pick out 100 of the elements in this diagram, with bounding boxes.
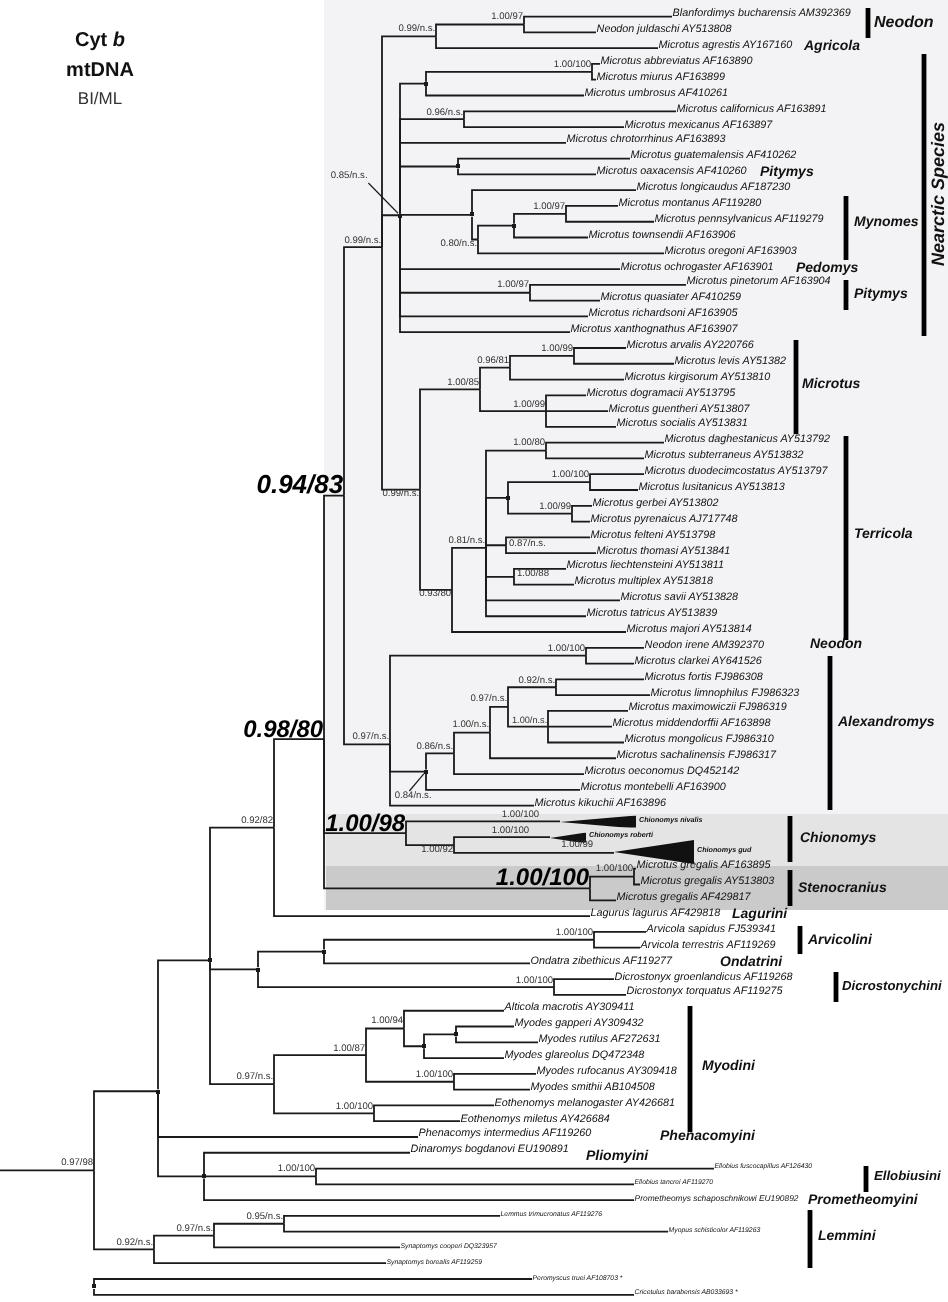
tree-branch <box>435 35 659 50</box>
tree-branch <box>545 410 617 428</box>
tree-branch <box>463 118 625 128</box>
tree-branch <box>565 205 619 215</box>
tree-branch <box>507 686 557 708</box>
tree-branch <box>323 952 531 965</box>
tree-branch <box>273 1083 375 1115</box>
tree-branch <box>477 238 665 255</box>
tree-branch <box>505 544 597 554</box>
tree-branch <box>479 366 511 391</box>
tree-branch <box>523 23 597 34</box>
tree-branch <box>489 731 617 760</box>
support-value: 0.98/80 <box>242 719 324 740</box>
tree-branch <box>565 212 655 223</box>
tree-branch <box>453 836 551 846</box>
support-value: 1.00/98 <box>324 814 406 834</box>
tree-branch <box>573 347 627 357</box>
tree-branch <box>365 1027 405 1056</box>
tree-branch <box>513 212 567 225</box>
tree-branch <box>589 473 645 483</box>
tree-branch <box>585 654 635 665</box>
tree-branch <box>257 970 555 988</box>
tree-branch <box>507 481 591 497</box>
tree-branch <box>425 752 455 771</box>
tree-branch <box>529 283 687 294</box>
tree-branch <box>453 731 491 755</box>
tree-branch <box>471 215 479 241</box>
tree-branch <box>435 23 525 38</box>
tree-branch <box>373 1104 495 1115</box>
tree-branch <box>257 950 323 969</box>
tree-branch <box>273 826 591 917</box>
tree-branch <box>463 110 677 121</box>
tree-branch <box>453 1072 537 1083</box>
tree-branch <box>523 15 673 26</box>
tree-branch <box>509 366 625 381</box>
tree-branch <box>593 930 647 941</box>
tree-branch <box>571 512 591 523</box>
tree-branch <box>593 938 641 949</box>
tree-branch <box>425 84 585 97</box>
tree-branch <box>213 1222 285 1237</box>
tree-branch <box>585 646 645 657</box>
tree-branch <box>213 1234 401 1249</box>
tree-branch <box>457 157 631 166</box>
tree-branch <box>489 706 509 734</box>
tree-branch <box>547 725 613 728</box>
tree-branch <box>485 544 507 549</box>
tree-branch <box>93 1278 533 1286</box>
tree-branch <box>419 388 481 491</box>
tree-branch <box>555 678 645 689</box>
figure-title: Cyt b mtDNA <box>64 27 136 85</box>
tree-branch <box>545 394 587 412</box>
tree-branch <box>283 1215 501 1225</box>
tree-branch <box>153 1234 215 1251</box>
tree-branch <box>547 710 629 728</box>
tree-branch <box>93 1090 157 1172</box>
tree-branch <box>273 738 325 829</box>
tree-branch <box>451 546 487 591</box>
tree-branch <box>425 772 581 791</box>
tree-branch <box>381 214 399 248</box>
tree-branch <box>205 1175 317 1178</box>
tree-branch <box>479 388 547 412</box>
tree-branch <box>157 959 209 1091</box>
tree-branch <box>373 1112 461 1123</box>
tree-branch <box>455 1035 539 1044</box>
tree-branch <box>365 1054 455 1083</box>
tree-branch <box>323 938 595 951</box>
tree-branch <box>485 497 507 549</box>
tree-branch <box>573 354 675 365</box>
tree-branch <box>203 1177 635 1201</box>
tree-branch <box>153 1248 387 1265</box>
tree-branch <box>453 844 615 854</box>
tree-branch <box>93 1169 155 1251</box>
tree-branch <box>315 1175 635 1186</box>
tree-branch <box>209 826 275 960</box>
tree-branch <box>389 743 535 807</box>
tree-branch <box>547 725 625 744</box>
tree-branch <box>403 1027 423 1048</box>
tree-branch <box>457 167 597 176</box>
tree-branch <box>591 70 597 81</box>
tree-branch <box>553 986 627 996</box>
tree-branch <box>283 1222 669 1233</box>
tree-branch <box>343 494 391 746</box>
tree-branch <box>633 867 637 878</box>
tree-branch <box>419 488 453 591</box>
tree-branch <box>513 575 575 586</box>
method-label: BI/ML <box>77 90 123 110</box>
tree-branch <box>403 1009 505 1030</box>
tree-branch <box>591 63 601 73</box>
tree-branch <box>485 546 587 618</box>
tree-branch <box>323 494 345 740</box>
tree-branch <box>399 216 571 334</box>
tree-branch <box>589 887 617 902</box>
tree-branch <box>589 875 635 890</box>
tree-branch <box>529 291 601 302</box>
tree-branch <box>545 449 645 460</box>
tree-branch <box>513 568 567 578</box>
support-value: 0.94/83 <box>255 474 344 496</box>
tree-branch <box>425 70 593 83</box>
tree-branch <box>399 165 457 215</box>
tree-branch <box>545 441 665 452</box>
